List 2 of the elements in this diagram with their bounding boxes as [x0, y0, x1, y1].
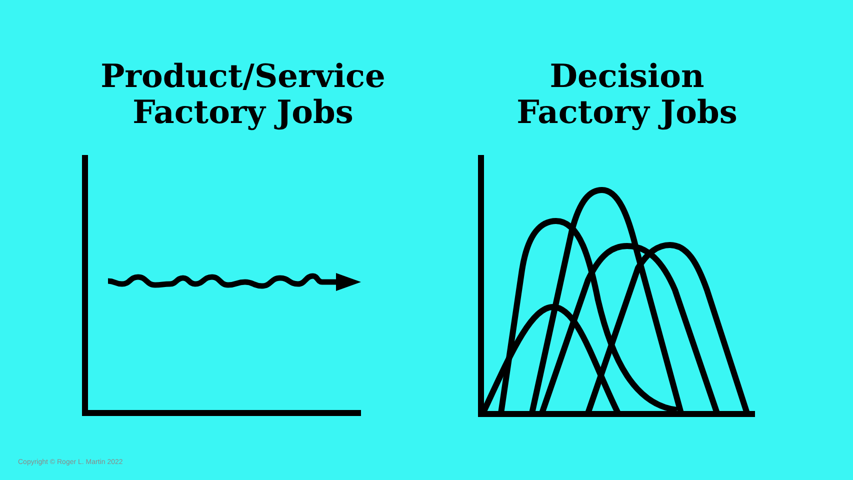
panel-heading: Product/Service Factory Jobs	[100, 58, 386, 130]
panel-heading: Decision Factory Jobs	[516, 58, 738, 130]
